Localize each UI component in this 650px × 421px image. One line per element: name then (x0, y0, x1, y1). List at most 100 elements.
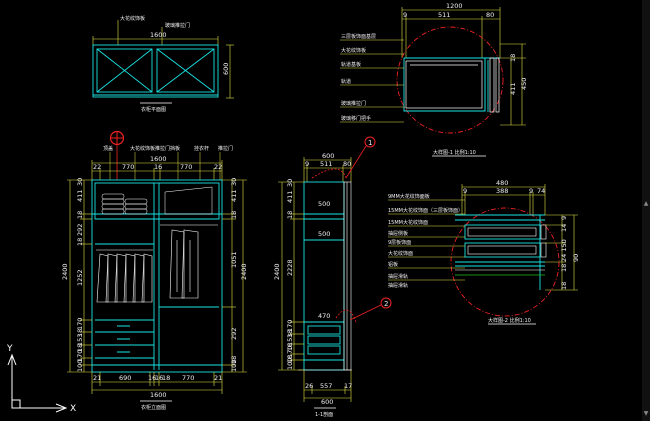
detail2-dim-top-seg-4: 74 (537, 187, 545, 195)
detail1-cabinet (403, 57, 500, 112)
detail2-right-dim-4: 90 (572, 254, 580, 262)
front-right-dim-2: 411 (230, 190, 238, 202)
vertical-scrollbar[interactable]: ▲ ▼ (642, 0, 650, 421)
front-right-dim-3: 18 (230, 211, 238, 219)
detail1-dim-top-seg-1: 9 (403, 11, 407, 19)
detail2-dim-top-seg-1: 9 (463, 187, 467, 195)
front-right-dim-7: 100 (230, 360, 238, 372)
front-right-total: 2400 (240, 263, 248, 280)
detail2-right-dim-2: 14 (560, 224, 568, 232)
section-left-total: 2400 (273, 263, 281, 280)
top-view-label-1: 大花纹饰板 (120, 15, 145, 22)
ucs-y-label: Y (6, 344, 13, 354)
detail2-label-9: 抽屉滑轨 (388, 282, 408, 289)
front-dim-bottom-seg-7: 21 (214, 374, 222, 382)
detail1-dim-top-seg-3: 80 (486, 11, 494, 19)
front-dim-top-seg-2: 770 (122, 163, 134, 171)
detail1-label-3: 轨道基板 (341, 61, 361, 68)
front-left-dim-5: 18 (76, 238, 84, 246)
detail1-right-dim-1: 18 (509, 54, 517, 62)
front-dim-bottom-seg-4: 16 (155, 374, 163, 382)
top-view[interactable]: 大花纹饰板 玻璃推拉门 1600 600 衣柜平面图 (92, 15, 234, 113)
front-dim-top-seg-4: 770 (180, 163, 192, 171)
front-dim-bottom-seg-6: 770 (182, 374, 194, 382)
detail2-right-dim-6: 18 (560, 282, 568, 290)
section-left-dim-6: 18 (286, 330, 294, 338)
detail1-right-dim-2: 411 (509, 83, 517, 95)
section-left-dim-4: 2228 (286, 259, 294, 276)
detail1-label-2: 大花纹饰板 (341, 47, 366, 54)
section-dim-top-seg-1: 9 (305, 160, 309, 168)
detail2-dim-top: 480 (496, 179, 508, 187)
front-dim-top-seg-3: 16 (154, 163, 162, 171)
detail1-label-5: 玻璃推拉门 (341, 100, 366, 107)
detail2-label-7: 铝板 (388, 261, 398, 268)
detail1-dim-top: 1200 (446, 2, 463, 10)
detail-1[interactable]: 1200 9 511 80 三层板饰面基层 大花纹饰板 (340, 2, 528, 157)
section-inner-dim-1: 500 (318, 200, 330, 208)
section-marker-1 (311, 136, 376, 179)
front-label-4: 挂衣杆 (194, 145, 209, 152)
top-view-width-dim: 1600 (150, 31, 167, 39)
section-left-dim-7: 153 (286, 334, 294, 346)
front-right-dim-6: 18 (230, 356, 238, 364)
detail1-label-6: 玻璃移门把手 (341, 115, 371, 122)
section-dim-top-seg-3: 80 (343, 160, 351, 168)
detail2-label-1: 9MM大花纹饰面板 (388, 193, 430, 200)
front-dim-top-seg-1: 22 (93, 163, 101, 171)
section-dim-bottom-seg-2: 557 (320, 382, 332, 390)
front-left-dim-10: 18 (76, 344, 84, 352)
detail1-right-dim-3: 450 (520, 78, 528, 90)
front-view[interactable]: 顶盖 大花纹饰板 推拉门挡板 挂衣杆 推拉门 1600 22 770 16 77… (61, 130, 248, 411)
detail1-label-4: 轨道 (341, 78, 351, 85)
front-left-dim-7: 170 (76, 318, 84, 330)
detail2-right-dim-1: 9 (560, 216, 568, 220)
front-label-1: 顶盖 (103, 145, 113, 152)
detail2-drawer (455, 214, 545, 290)
detail2-label-8: 抽屉滑轨 (388, 273, 408, 280)
section-view-title: 1-1剖面 (315, 411, 333, 418)
section-left-dim-9: 170 (286, 346, 294, 358)
front-dim-top-seg-5: 22 (214, 163, 222, 171)
section-view[interactable]: 600 9 511 80 500 500 470 1 (273, 136, 392, 418)
front-view-title: 衣柜立面图 (141, 404, 166, 411)
front-left-dim-3: 18 (76, 211, 84, 219)
top-view-dimensions (92, 20, 234, 99)
detail2-dim-top-seg-2: 388 (496, 187, 508, 195)
section-dim-bottom-total: 600 (321, 398, 333, 406)
section-dim-top-seg-2: 511 (320, 160, 332, 168)
ucs-icon: Y X (6, 344, 76, 414)
front-label-2: 大花纹饰板 (130, 145, 155, 152)
section-left-dim-5: 170 (286, 320, 294, 332)
top-view-cabinet (92, 44, 219, 98)
scroll-down-arrow[interactable]: ▼ (643, 410, 649, 417)
detail2-label-3: 15MM大花纹饰面 (388, 219, 428, 226)
front-view-marker (109, 130, 125, 180)
detail1-boundary (396, 26, 504, 134)
front-view-hanging-clothes (96, 224, 218, 303)
top-view-title: 衣柜平面图 (141, 106, 166, 113)
section-dim-bottom-seg-3: 17 (344, 382, 352, 390)
detail1-dim-top-seg-2: 511 (438, 11, 450, 19)
ucs-x-label: X (70, 404, 76, 414)
section-cabinet (303, 181, 345, 371)
section-left-dim-10: 18 (286, 355, 294, 363)
section-marker-2 (335, 297, 392, 323)
detail2-label-4: 抽屉侧板 (388, 230, 408, 237)
section-inner-dim-2: 500 (318, 230, 330, 238)
front-left-dim-9: 153 (76, 334, 84, 346)
scroll-up-arrow[interactable]: ▲ (643, 200, 649, 207)
detail2-label-2: 15MM大花纹饰面（三层板饰面） (388, 207, 463, 214)
section-dim-bottom-seg-1: 26 (305, 382, 313, 390)
front-left-dim-8: 18 (76, 329, 84, 337)
detail2-right-dim-5: 18 (560, 264, 568, 272)
section-marker-2-label: 2 (384, 300, 388, 308)
front-dim-bottom-seg-2: 690 (119, 374, 131, 382)
detail-2[interactable]: 480 9 388 9 74 (388, 179, 580, 325)
front-dim-bottom-seg-5: 18 (162, 374, 170, 382)
front-right-dim-1: 30 (230, 178, 238, 186)
section-left-dim-11: 100 (286, 358, 294, 370)
front-view-folded-clothes (101, 186, 213, 215)
